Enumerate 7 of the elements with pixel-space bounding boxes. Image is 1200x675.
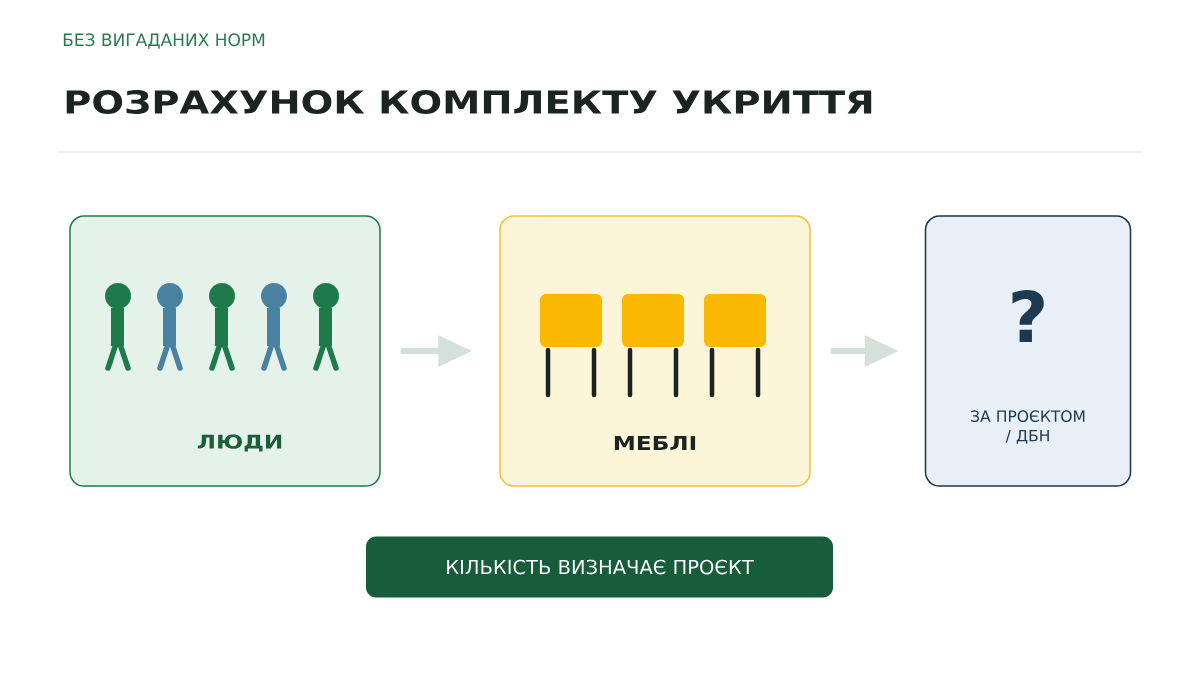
tagline: БЕЗ ВИГАДАНИХ НОРМ [63,33,265,49]
question-mark: ? [1012,290,1044,342]
card-label: МЕБЛІ [614,436,696,450]
title: РОЗРАХУНОК КОМПЛЕКТУ УКРИТТЯ [66,90,872,114]
card-label: ЛЮДИ [197,434,282,452]
card-label: ЗА ПРОЄКТОМ / ДБН [971,410,1085,444]
banner: КІЛЬКІСТЬ ВИЗНАЧАЄ ПРОЄКТ [366,536,833,598]
